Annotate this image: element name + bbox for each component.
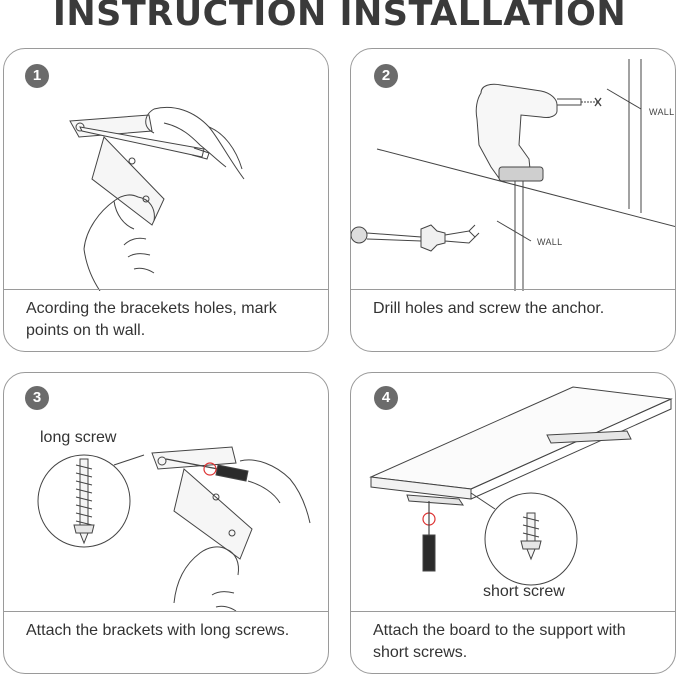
screwdriver-shape [165, 458, 219, 470]
step-card-1: 1 Acording the bracekets holes, mark poi… [3, 48, 329, 352]
drill-shape [475, 83, 558, 182]
bracket-shape [151, 446, 237, 470]
wall-edge [376, 148, 675, 227]
anchor-shape [420, 224, 446, 252]
screw-label: long screw [40, 429, 117, 446]
step-card-4: short screw 4 Attach the board to the su… [350, 372, 676, 674]
step-caption: Drill holes and screw the anchor. [351, 289, 675, 351]
screwdriver-shape [422, 534, 436, 572]
hand-left-shape [173, 546, 239, 612]
step-caption: Acording the bracekets holes, mark point… [4, 289, 328, 351]
step-caption: Attach the board to the support with sho… [351, 611, 675, 673]
wall-label-bottom: WALL [537, 237, 563, 247]
screw-label: short screw [483, 583, 565, 600]
bracket-hole [75, 122, 85, 132]
bracket-slot [546, 430, 632, 444]
wall-label-top: WALL [649, 107, 675, 117]
page-title: INSTRUCTION INSTALLATION [52, 0, 627, 34]
hand-right-shape [239, 459, 311, 524]
step-number-badge: 1 [25, 64, 49, 88]
pencil-shape [79, 126, 205, 158]
step-number-badge: 3 [25, 386, 49, 410]
step-4-illustration [351, 373, 675, 613]
step-3-illustration [4, 373, 328, 613]
step-number-badge: 2 [374, 64, 398, 88]
step-caption: Attach the brackets with long screws. [4, 611, 328, 673]
step-card-3: long screw 3 Attach the brackets with lo… [3, 372, 329, 674]
hand-left-shape [83, 194, 155, 291]
step-card-2: WALL WALL 2 Drill holes and screw the an… [350, 48, 676, 352]
wall-plug-circle [351, 226, 368, 244]
step-number-badge: 4 [374, 386, 398, 410]
step-2-illustration [351, 49, 675, 291]
step-1-illustration [4, 49, 328, 291]
